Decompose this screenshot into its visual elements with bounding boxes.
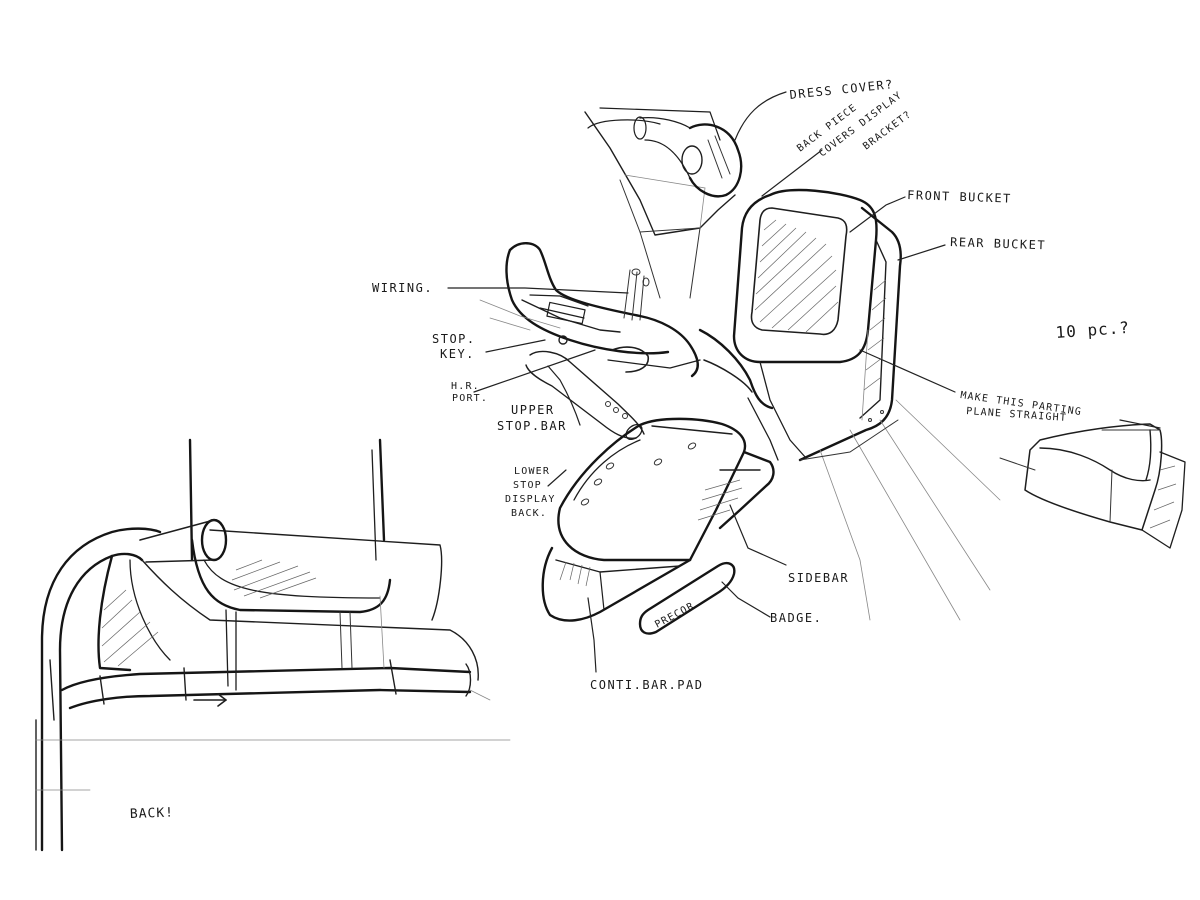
side-panel-hatching xyxy=(101,589,159,667)
console-assembly-sketch: PRECOR xyxy=(372,77,1186,692)
label-hr-port-1: H.R. xyxy=(451,381,480,392)
label-upper-stop-bar-2: STOP.BAR xyxy=(497,419,567,433)
front-bucket-drawing xyxy=(698,188,1001,621)
label-dress-cover: DRESS COVER? xyxy=(789,77,895,102)
label-hr-port-2: PORT. xyxy=(452,393,488,404)
label-rear-bucket: REAR BUCKET xyxy=(950,235,1046,252)
upper-stop-bar-drawing xyxy=(479,242,701,441)
label-front-bucket: FRONT BUCKET xyxy=(907,188,1012,206)
label-lower-stop-1: LOWER xyxy=(514,466,550,477)
leader-lines xyxy=(447,91,1161,673)
label-sidebar: SIDEBAR xyxy=(788,571,849,585)
label-conti-bar-pad: CONTI.BAR.PAD xyxy=(590,678,703,692)
label-stop-key-1: STOP. xyxy=(432,332,476,346)
label-lower-stop-4: BACK. xyxy=(511,508,547,519)
label-lower-stop-3: DISPLAY xyxy=(505,494,556,505)
label-wiring: WIRING. xyxy=(372,281,433,295)
bucket-hatching xyxy=(754,219,839,333)
rear-bucket-hatching xyxy=(863,279,887,391)
label-lower-stop-2: STOP xyxy=(513,480,542,491)
back-view-sketch: BACK! xyxy=(35,438,511,852)
label-stop-key-2: KEY. xyxy=(440,347,475,361)
badge-text: PRECOR xyxy=(653,601,696,631)
back-view-hatching xyxy=(231,559,317,599)
label-back: BACK! xyxy=(130,805,175,822)
badge-drawing: PRECOR xyxy=(638,562,736,635)
back-piece-drawing xyxy=(584,107,743,299)
label-upper-stop-bar-1: UPPER xyxy=(511,403,555,417)
label-ten-pc: 10 pc.? xyxy=(1055,318,1131,342)
parting-plane-detail xyxy=(999,423,1186,549)
label-badge: BADGE. xyxy=(770,611,822,625)
